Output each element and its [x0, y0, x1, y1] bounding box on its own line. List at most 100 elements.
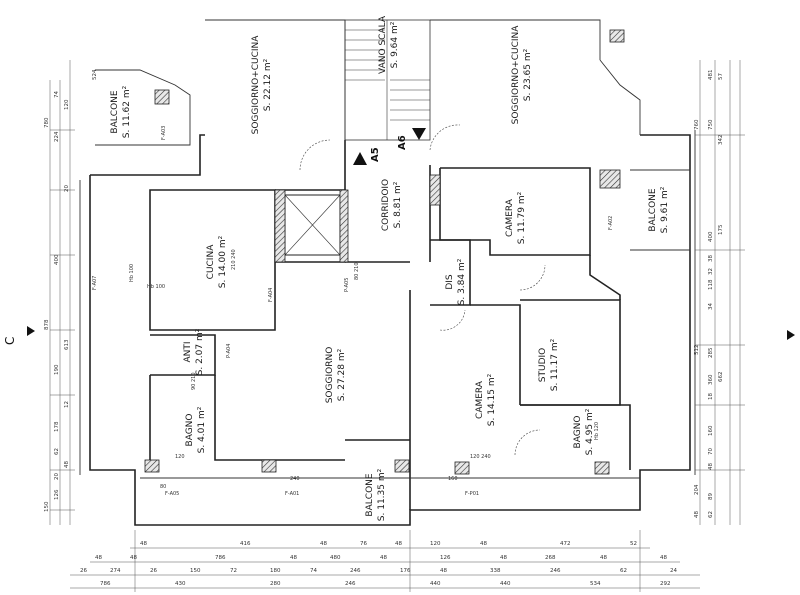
- section-letter: C: [3, 337, 17, 345]
- dim-label: 292: [660, 581, 671, 587]
- svg-text:CAMERA: CAMERA: [475, 380, 485, 419]
- svg-text:S. 11.79 m²: S. 11.79 m²: [517, 191, 527, 244]
- dim-label: 150: [190, 568, 201, 574]
- dim-label: 224: [54, 131, 60, 142]
- window-tag: F-A02: [608, 216, 614, 230]
- room-bagno-left: BAGNO S. 4.01 m²: [185, 406, 207, 453]
- svg-text:CORRIDOIO: CORRIDOIO: [381, 179, 391, 231]
- window-tags: F-A03 F-A02 F-A04 F-A07 F-A05 F-A01 F-P0…: [92, 126, 614, 497]
- room-corridoio: CORRIDOIO S. 8.81 m²: [381, 179, 403, 231]
- window-tag: F-A04: [268, 288, 274, 302]
- dim-label: 118: [708, 279, 714, 290]
- dim-label: 48: [708, 463, 714, 470]
- window-tag: 160: [448, 476, 458, 482]
- dim-label: 126: [440, 555, 451, 561]
- dim-label: 416: [240, 541, 251, 547]
- dim-label: 48: [480, 541, 487, 547]
- dim-label: 176: [400, 568, 411, 574]
- dim-label: 48: [130, 555, 137, 561]
- dim-label: 38: [708, 255, 714, 262]
- staircase: [344, 19, 431, 141]
- dim-label: 178: [54, 421, 60, 432]
- dim-label: 400: [54, 254, 60, 265]
- dim-label: 24: [670, 568, 677, 574]
- bottom-dimension-labels: 48 416 48 76 48 120 48 472 52 48 48 786 …: [80, 541, 677, 587]
- dim-label: 878: [44, 319, 50, 330]
- room-bagno-right: BAGNO S. 4.95 m²: [573, 408, 595, 455]
- dim-label: 160: [708, 425, 714, 436]
- dim-label: 74: [54, 91, 60, 98]
- dim-label: 204: [694, 484, 700, 495]
- elevation-markers: A5 A6: [353, 128, 426, 165]
- window-tag: Hb 100: [147, 284, 165, 290]
- dim-label: 430: [175, 581, 186, 587]
- svg-text:CUCINA: CUCINA: [206, 244, 216, 280]
- elevator-shaft: [284, 194, 341, 256]
- dim-label: 62: [620, 568, 627, 574]
- svg-text:BAGNO: BAGNO: [573, 416, 583, 449]
- room-balcone-bottom: BALCONE S. 11.35 m²: [365, 468, 387, 521]
- dim-label: 62: [708, 511, 714, 518]
- dim-label: 120: [430, 541, 441, 547]
- dim-label: 48: [395, 541, 402, 547]
- dim-label: 440: [500, 581, 511, 587]
- dim-label: 12: [64, 401, 70, 408]
- window-tag: 80 210: [354, 263, 360, 281]
- svg-text:SOGGIORNO+CUCINA: SOGGIORNO+CUCINA: [251, 35, 261, 135]
- dim-label: 76: [360, 541, 367, 547]
- room-studio: STUDIO S. 11.17 m²: [538, 338, 560, 391]
- dim-label: 150: [44, 501, 50, 512]
- svg-text:S. 9.61 m²: S. 9.61 m²: [660, 186, 670, 233]
- right-dimension-lines: [695, 60, 745, 525]
- window-tag: P-A05: [344, 278, 350, 292]
- svg-text:S. 3.84 m²: S. 3.84 m²: [457, 258, 467, 305]
- bottom-dimension-lines: [70, 530, 700, 592]
- room-dis: DIS S. 3.84 m²: [445, 258, 467, 305]
- svg-text:BALCONE: BALCONE: [110, 90, 120, 133]
- dim-label: 440: [430, 581, 441, 587]
- room-camera-right: CAMERA S. 11.79 m²: [505, 191, 527, 244]
- dim-label: 48: [440, 568, 447, 574]
- structural-pillars: [144, 29, 625, 475]
- dim-label: 534: [590, 581, 601, 587]
- room-soggiorno: SOGGIORNO S. 27.28 m²: [325, 347, 347, 404]
- dim-label: 26: [80, 568, 87, 574]
- dim-label: 48: [500, 555, 507, 561]
- svg-text:S. 4.95 m²: S. 4.95 m²: [585, 408, 595, 455]
- door-swings: [299, 124, 546, 456]
- svg-text:S. 14.15 m²: S. 14.15 m²: [487, 373, 497, 426]
- marker-a6-arrow: [412, 128, 426, 140]
- room-balcone-right: BALCONE S. 9.61 m²: [648, 186, 670, 233]
- dim-label: 246: [550, 568, 561, 574]
- dim-label: 48: [290, 555, 297, 561]
- dim-label: 481: [708, 70, 714, 81]
- dim-label: 74: [310, 568, 317, 574]
- marker-a5-arrow: [353, 152, 367, 165]
- room-vano-scala: VANO SCALA S. 9.64 m²: [378, 15, 400, 74]
- svg-text:S. 11.17 m²: S. 11.17 m²: [550, 338, 560, 391]
- marker-a6-label: A6: [397, 135, 408, 150]
- window-tag: 120: [175, 454, 185, 460]
- room-labels: SOGGIORNO+CUCINA S. 22.12 m² VANO SCALA …: [110, 15, 670, 521]
- dim-label: 786: [100, 581, 111, 587]
- dim-label: 20: [64, 185, 70, 192]
- svg-text:S. 11.35 m²: S. 11.35 m²: [377, 468, 387, 521]
- dim-label: 472: [560, 541, 571, 547]
- dim-label: 34: [708, 303, 714, 310]
- window-tag: Hb 120: [594, 422, 600, 440]
- dim-label: 246: [350, 568, 361, 574]
- svg-text:CAMERA: CAMERA: [505, 198, 515, 237]
- dim-label: 180: [270, 568, 281, 574]
- dim-label: 52: [630, 541, 637, 547]
- window-tag: Hb 100: [129, 264, 135, 282]
- dim-label: 89: [708, 493, 714, 500]
- room-soggiorno-cucina-right: SOGGIORNO+CUCINA S. 23.65 m²: [511, 25, 533, 125]
- dim-label: 32: [708, 268, 714, 275]
- dim-label: 780: [44, 117, 50, 128]
- dim-label: 274: [110, 568, 121, 574]
- left-dimension-lines: [49, 60, 75, 525]
- window-tag: F-P01: [465, 491, 479, 497]
- svg-text:S. 14.00 m²: S. 14.00 m²: [218, 235, 228, 288]
- window-tag: 90 210: [191, 373, 197, 391]
